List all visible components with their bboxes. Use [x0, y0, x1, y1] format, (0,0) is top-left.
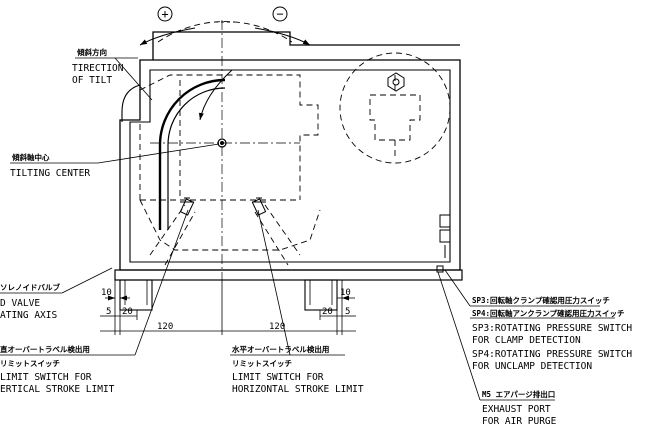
plus-symbol: +: [157, 6, 173, 22]
vertical-switch-en-1: LIMIT SWITCH FOR: [0, 372, 92, 383]
tilt-direction-arrows: [139, 27, 311, 121]
tilting-center-en: TILTING CENTER: [10, 168, 90, 179]
sp3-en-1: SP3:ROTATING PRESSURE SWITCH: [472, 323, 632, 334]
clamp-nut-icon: [387, 72, 405, 92]
tilt-direction-en-1: TIRECTION: [72, 63, 124, 74]
tilting-center-jp: 傾斜軸中心: [11, 152, 50, 162]
dim-right-20: 20: [322, 307, 333, 317]
sp4-jp: SP4:回転軸アンクランプ確認用圧力スイッチ: [472, 308, 625, 318]
sp4-en-1: SP4:ROTATING PRESSURE SWITCH: [472, 349, 632, 360]
sp3-jp: SP3:回転軸クランプ確認用圧力スイッチ: [472, 295, 610, 305]
solenoid-en-2: ATING AXIS: [0, 310, 57, 321]
housing-outline: [114, 31, 463, 311]
hidden-lines: [139, 52, 451, 266]
tilt-arc-thick: [158, 78, 226, 230]
tilt-direction-jp: 傾斜方向: [76, 47, 107, 57]
m5-en-2: FOR AIR PURGE: [482, 416, 557, 427]
svg-text:+: +: [161, 7, 168, 21]
center-mark: [150, 20, 300, 280]
dimension-lines: [100, 280, 356, 335]
leader-lines: [0, 57, 615, 401]
pressure-switch-ports: [436, 214, 451, 273]
solenoid-en-1: D VALVE: [0, 298, 40, 309]
dim-left-5: 5: [106, 307, 111, 317]
limit-switch-bodies: [179, 197, 267, 216]
dim-left-10: 10: [101, 288, 112, 298]
solenoid-jp: ソレノイドバルブ: [0, 282, 60, 292]
svg-text:−: −: [276, 7, 283, 21]
horizontal-switch-en-2: HORIZONTAL STROKE LIMIT: [232, 384, 364, 395]
sp4-en-2: FOR UNCLAMP DETECTION: [472, 361, 592, 372]
vertical-switch-en-2: ERTICAL STROKE LIMIT: [0, 384, 115, 395]
tilt-swing-arc: [157, 21, 293, 43]
dim-right-10: 10: [340, 288, 351, 298]
horizontal-switch-jp-1: 水平オーバートラベル検出用: [232, 344, 329, 354]
tilt-direction-en-2: OF TILT: [72, 75, 112, 86]
m5-en-1: EXHAUST PORT: [482, 404, 551, 415]
dim-left-20: 20: [122, 307, 133, 317]
minus-symbol: −: [272, 6, 288, 22]
tilting-center-icon: [217, 138, 227, 148]
dim-right-120: 120: [269, 322, 285, 332]
vertical-switch-jp-1: 直オーバートラベル検出用: [0, 344, 90, 354]
dim-right-5: 5: [345, 307, 350, 317]
m5-jp: M5 エアパージ排出口: [482, 389, 555, 399]
vertical-switch-jp-2: リミットスイッチ: [0, 359, 60, 368]
horizontal-switch-en-1: LIMIT SWITCH FOR: [232, 372, 324, 383]
sp3-en-2: FOR CLAMP DETECTION: [472, 335, 581, 346]
horizontal-switch-jp-2: リミットスイッチ: [232, 359, 292, 368]
dim-left-120: 120: [157, 322, 173, 332]
